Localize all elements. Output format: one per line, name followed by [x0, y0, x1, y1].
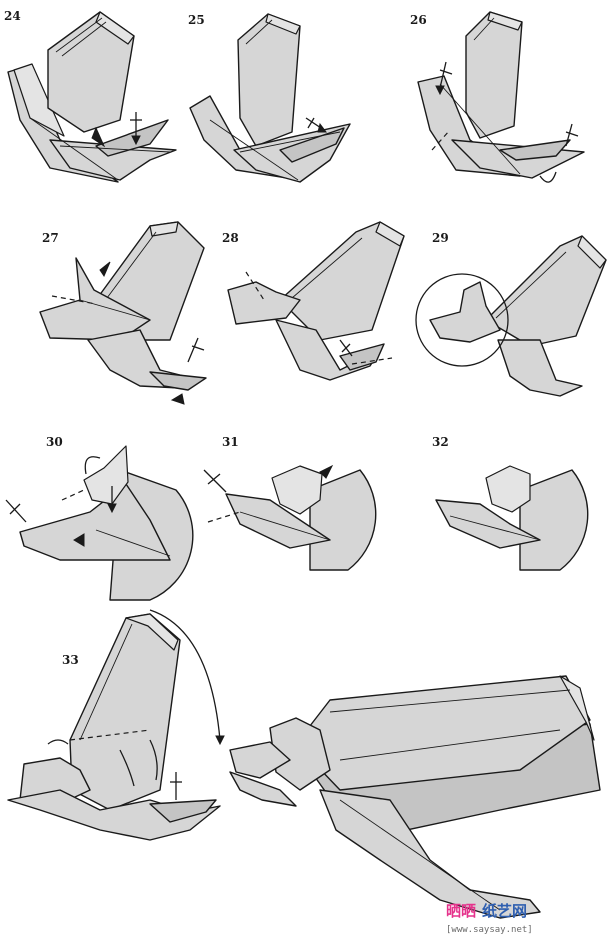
step-29-figure: 29	[416, 231, 606, 396]
step-26-figure: 26	[410, 12, 584, 182]
step-27-figure: 27	[40, 222, 206, 404]
step-29-number: 29	[432, 231, 449, 245]
step-25-number: 25	[188, 13, 205, 27]
step-24-number: 24	[4, 9, 21, 23]
step-24-figure: 24	[4, 9, 176, 182]
watermark-url: [www.saysay.net]	[446, 925, 533, 935]
step-32-figure: 32	[432, 435, 588, 570]
step-30-number: 30	[46, 435, 63, 449]
watermark: 晒晒 纸艺网 [www.saysay.net]	[446, 902, 533, 935]
step-28-number: 28	[222, 231, 239, 245]
step-33-figure: 33	[8, 610, 224, 840]
step-31-number: 31	[222, 435, 239, 449]
step-28-figure: 28	[222, 222, 404, 380]
step-30-figure: 30	[6, 435, 193, 600]
step-31-figure: 31	[204, 435, 376, 570]
step-26-number: 26	[410, 13, 427, 27]
step-27-number: 27	[42, 231, 59, 245]
step-33-number: 33	[62, 653, 79, 667]
step-25-figure: 25	[188, 13, 350, 182]
step-32-number: 32	[432, 435, 449, 449]
watermark-brand-part1: 晒晒	[446, 902, 476, 920]
watermark-brand-part2: 纸艺网	[482, 902, 527, 920]
final-eagle-figure	[230, 676, 600, 918]
